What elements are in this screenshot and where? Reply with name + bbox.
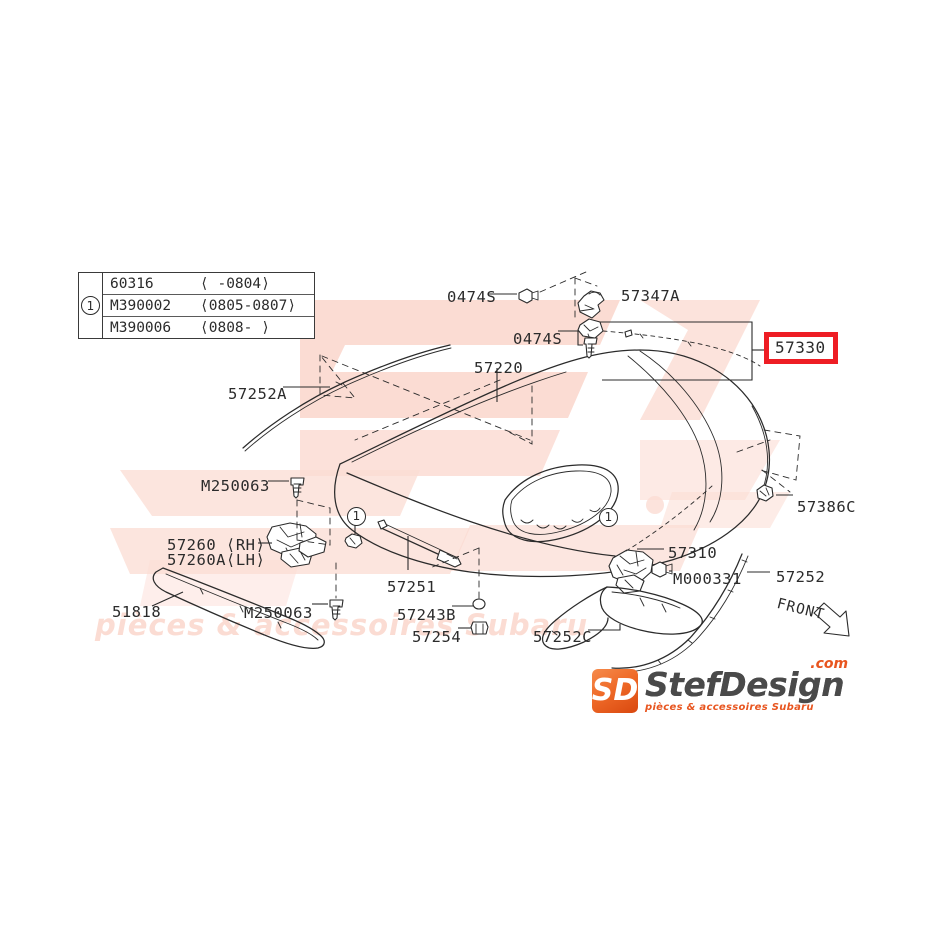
- logo-wordmark: StefDesign .com pièces & accessoires Sub…: [645, 656, 848, 713]
- part-label-57254: 57254: [412, 628, 462, 646]
- construction-line-striker-2: [574, 277, 598, 287]
- part-51818-weatherstrip: [152, 567, 325, 650]
- part-label-m000331: M000331: [673, 570, 742, 588]
- legend-row: 60316 ⟨ -0804⟩: [103, 273, 314, 294]
- construction-line-0474s-top: [539, 271, 587, 293]
- part-label-57310: 57310: [668, 544, 718, 562]
- legend-code: M390002: [110, 297, 172, 314]
- front-arrow-icon: [813, 602, 850, 637]
- stefdesign-logo: SD StefDesign .com pièces & accessoires …: [591, 656, 848, 713]
- legend-row: M390002 ⟨0805-0807⟩: [103, 294, 314, 316]
- cable-to-lock: [625, 485, 713, 552]
- legend-code: M390006: [110, 319, 172, 336]
- part-label-57220: 57220: [474, 359, 524, 377]
- part-57243b-grommet: [472, 598, 486, 610]
- legend-marker-number: 1: [81, 296, 100, 315]
- part-m000331-bolt: [651, 561, 673, 578]
- part-hood-clip-center: [577, 318, 604, 340]
- legend-marker-cell: 1: [79, 273, 103, 338]
- callout-marker-1-upper: 1: [599, 506, 618, 527]
- legend-table: 1 60316 ⟨ -0804⟩ M390002 ⟨0805-0807⟩ M39…: [78, 272, 315, 339]
- hood-scoop: [502, 464, 619, 543]
- part-m250063-bottom-bolt: [329, 599, 344, 621]
- legend-range: ⟨0805-0807⟩: [200, 297, 297, 314]
- part-grommet-1: [344, 533, 363, 549]
- construction-lines-right: [736, 429, 801, 493]
- callout-number: 1: [347, 506, 366, 526]
- part-label-57251: 57251: [387, 578, 437, 596]
- part-label-57252: 57252: [776, 568, 826, 586]
- part-label-57260a-lh: 57260A⟨LH⟩: [167, 551, 266, 569]
- logo-name: StefDesign: [645, 665, 845, 704]
- highlighted-part-number: 57330: [775, 338, 826, 357]
- logo-monogram: SD: [591, 672, 639, 708]
- part-57260-hinge: [266, 522, 327, 568]
- logo-mark-icon: SD: [591, 668, 639, 713]
- part-m250063-top-bolt: [290, 477, 305, 499]
- hood-release-cable: [602, 329, 761, 367]
- legend-row: M390006 ⟨0808- ⟩: [103, 316, 314, 338]
- part-57310-hood-lock: [608, 549, 654, 594]
- logo-tld: .com: [810, 656, 849, 672]
- part-label-51818: 51818: [112, 603, 162, 621]
- legend-code: 60316: [110, 275, 154, 292]
- part-label-57243b: 57243B: [397, 606, 456, 624]
- legend-range: ⟨ -0804⟩: [200, 275, 270, 292]
- part-57347a-striker: [577, 290, 605, 319]
- part-57252-seal: [611, 553, 749, 673]
- part-label-57347a: 57347A: [621, 287, 680, 305]
- part-57251-stay: [377, 519, 462, 568]
- part-label-m250063: M250063: [244, 604, 313, 622]
- callout-marker-1: 1: [347, 505, 366, 526]
- part-label-57386c: 57386C: [797, 498, 856, 516]
- callout-number: 1: [599, 507, 618, 527]
- part-label-0474s: 0474S: [447, 288, 497, 306]
- legend-rows: 60316 ⟨ -0804⟩ M390002 ⟨0805-0807⟩ M3900…: [103, 273, 314, 338]
- part-57386c-clip: [756, 484, 774, 502]
- part-0474s-top-bolt: [518, 288, 539, 304]
- part-label-m250063: M250063: [201, 477, 270, 495]
- leader-51818: [151, 591, 184, 607]
- part-label-57252a: 57252A: [228, 385, 287, 403]
- leader-57252c: [588, 624, 621, 631]
- part-57252c-trim: [541, 586, 703, 650]
- part-57254-clip: [470, 621, 489, 635]
- part-label-0474s: 0474S: [513, 330, 563, 348]
- logo-tagline: pièces & accessoires Subaru: [645, 702, 814, 713]
- highlighted-part-number-box[interactable]: 57330: [764, 332, 838, 364]
- hood-panel-outline: [334, 349, 771, 578]
- part-label-57252c: 57252C: [533, 628, 592, 646]
- legend-range: ⟨0808- ⟩: [200, 319, 270, 336]
